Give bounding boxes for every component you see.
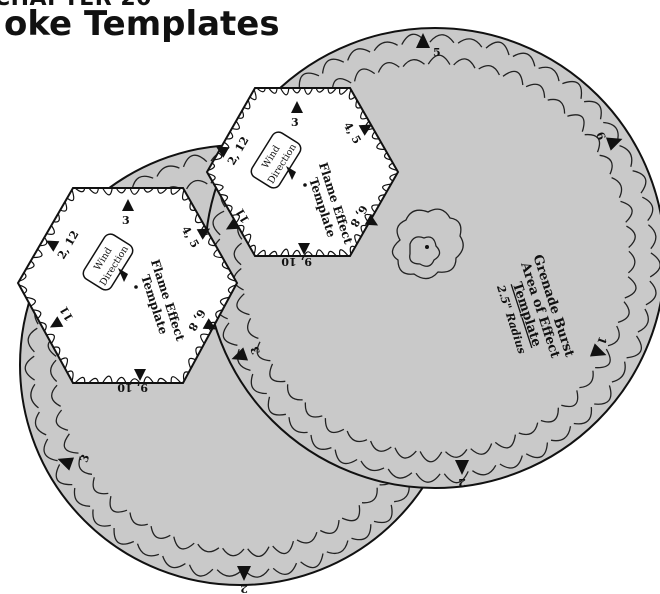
svg-text:3: 3 (291, 116, 299, 129)
flame-upper-marker-910: 9, 10 (281, 243, 312, 268)
flame-lower-wind-arrow (118, 268, 128, 282)
back-marker-2: 2 (237, 566, 251, 594)
flame-lower-marker-3: 3 (122, 199, 134, 227)
burst-center-puff (391, 208, 464, 280)
flame-upper-marker-3: 3 (291, 101, 303, 129)
svg-text:2: 2 (458, 476, 466, 489)
grenade-marker-5: 5 (416, 33, 441, 59)
svg-text:3: 3 (248, 345, 263, 357)
page-title: oke Templates (4, 4, 280, 44)
flame-upper-wind-arrow (286, 166, 296, 180)
svg-text:3: 3 (77, 453, 92, 465)
svg-text:5: 5 (433, 46, 441, 59)
svg-text:9, 10: 9, 10 (117, 381, 148, 394)
flame-template-upper: Wind Direction Flame Effect Template 3 4… (205, 87, 400, 268)
flame-template-lower: Wind Direction Flame Effect Template 3 4… (16, 187, 239, 394)
burst-center-dot (425, 245, 429, 249)
svg-text:6: 6 (593, 130, 608, 142)
svg-text:1: 1 (594, 335, 609, 347)
flame-lower-wind-box: Wind Direction (82, 233, 134, 291)
grenade-marker-2: 2 (455, 460, 469, 489)
svg-text:9, 10: 9, 10 (281, 255, 312, 268)
grenade-marker-1: 1 (589, 335, 609, 357)
grenade-marker-6: 6 (593, 130, 623, 151)
svg-text:2: 2 (240, 582, 248, 594)
back-marker-3: 3 (57, 453, 92, 471)
svg-text:3: 3 (122, 214, 130, 227)
chapter-label: CHAPTER 20 (0, 0, 152, 11)
grenade-marker-3: 3 (231, 345, 263, 361)
flame-lower-marker-910: 9, 10 (117, 369, 148, 394)
flame-edge (18, 187, 237, 384)
